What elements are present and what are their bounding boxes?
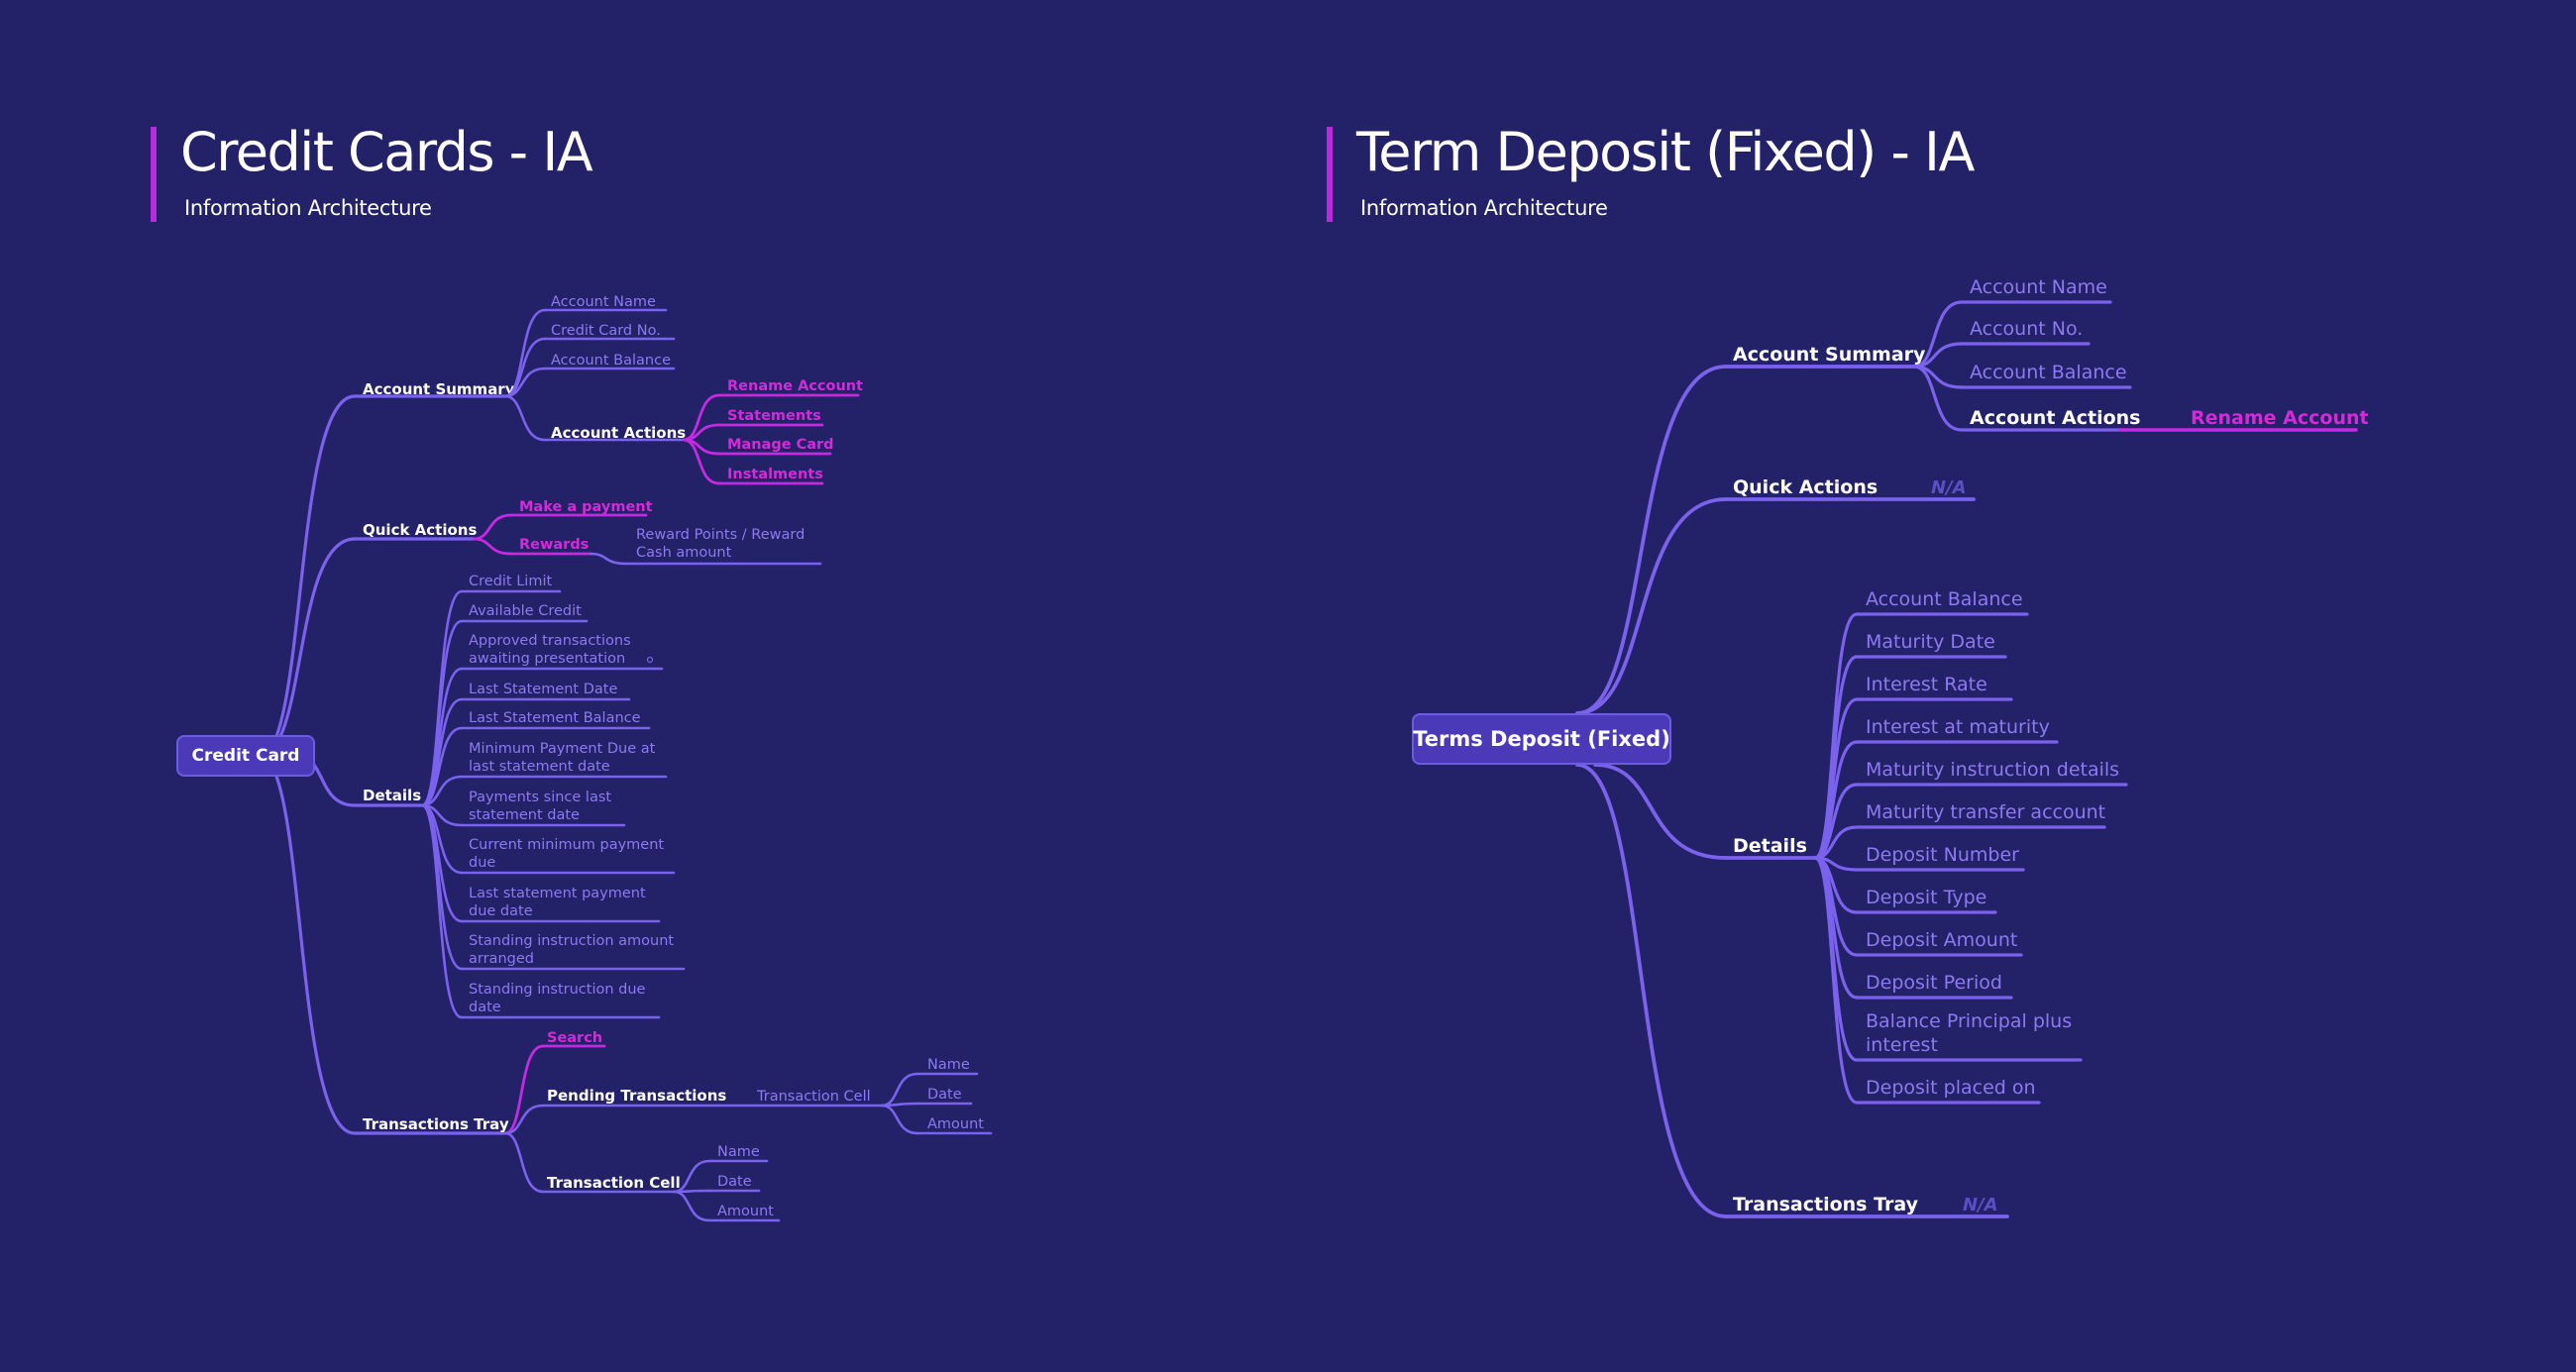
td-details-item: Account Balance	[1866, 588, 2023, 610]
cc-search: Search	[547, 1030, 602, 1046]
cc-transaction-field: Date	[717, 1174, 752, 1190]
cc-pending-transaction-cell: Transaction Cell	[756, 1089, 871, 1105]
td-quick-actions-na: N/A	[1931, 477, 1967, 498]
cc-pending-field-edge	[880, 1072, 919, 1108]
cc-account-actions-label: Account Actions	[551, 424, 686, 442]
td-transactions-tray-na: N/A	[1963, 1195, 1998, 1215]
cc-pending-field: Name	[927, 1057, 970, 1073]
cc-pending-field: Amount	[927, 1116, 984, 1132]
cc-make-payment-edge	[472, 513, 513, 541]
cc-details-item: Last Statement Date	[469, 682, 617, 697]
cc-pending-edge	[503, 1104, 545, 1135]
cc-details-item: Credit Limit	[469, 574, 552, 589]
cc-branch-transactions-tray	[258, 754, 357, 1135]
cc-root-node[interactable]: Credit Card	[176, 735, 315, 777]
td-details-item: Maturity Date	[1866, 631, 1995, 653]
td-details-item: Maturity transfer account	[1866, 801, 2105, 823]
td-subtitle: Information Architecture	[1360, 196, 1608, 220]
td-rename-account: Rename Account	[2191, 407, 2369, 429]
cc-account-action-item: Manage Card	[727, 437, 834, 453]
cc-transactions-tray-label: Transactions Tray	[363, 1115, 509, 1133]
cc-account-summary-item: Account Name	[551, 294, 656, 310]
td-details-item: Maturity instruction details	[1866, 759, 2119, 781]
cc-rewards-edge	[472, 537, 513, 556]
td-details-item: Deposit Amount	[1866, 929, 2017, 951]
cc-make-payment: Make a payment	[519, 499, 653, 515]
cc-account-actions-edge	[503, 394, 547, 442]
td-details-item: Interest Rate	[1866, 674, 1987, 695]
td-details-item: Deposit Period	[1866, 972, 2002, 994]
td-account-summary-item: Account Name	[1970, 276, 2107, 298]
td-details-item: Interest at maturity	[1866, 716, 2050, 738]
cc-account-action-edge	[682, 438, 721, 485]
cc-branch-account-summary	[258, 394, 357, 758]
cc-title: Credit Cards - IA	[180, 121, 593, 183]
cc-account-summary-edge	[503, 367, 547, 398]
cc-account-action-item: Statements	[727, 408, 821, 424]
td-quick-actions-label: Quick Actions	[1733, 476, 1878, 498]
cc-account-action-item: Rename Account	[727, 378, 863, 394]
cc-details-item: Available Credit	[469, 603, 582, 619]
td-branch-details	[1593, 763, 1728, 860]
td-root-node[interactable]: Terms Deposit (Fixed)	[1412, 713, 1671, 765]
td-account-actions-edge	[1912, 365, 1964, 432]
cc-transaction-cell-label: Transaction Cell	[547, 1174, 681, 1192]
cc-transaction-field-edge	[672, 1190, 711, 1222]
cc-transaction-field: Amount	[717, 1204, 774, 1219]
td-title: Term Deposit (Fixed) - IA	[1356, 121, 1975, 183]
cc-account-summary-label: Account Summary	[363, 380, 515, 398]
cc-accent-bar	[151, 127, 157, 222]
cc-account-action-item: Instalments	[727, 467, 823, 482]
cc-pending-field-edge	[880, 1104, 919, 1135]
cc-branch-quick-actions	[258, 537, 357, 758]
cc-account-summary-item: Credit Card No.	[551, 323, 661, 339]
td-details-edge	[1813, 856, 1859, 1105]
cc-account-summary-item: Account Balance	[551, 353, 671, 369]
cc-rewards: Rewards	[519, 537, 589, 553]
td-branch-transactions-tray	[1575, 763, 1728, 1218]
cc-details-label: Details	[363, 787, 421, 804]
td-transactions-tray-label: Transactions Tray	[1733, 1194, 1919, 1215]
td-details-item: Deposit placed on	[1866, 1077, 2036, 1099]
td-details-label: Details	[1733, 835, 1807, 857]
td-details-edge	[1813, 783, 1859, 860]
cc-search-edge	[503, 1044, 545, 1135]
cc-account-action-edge	[682, 393, 721, 442]
cc-transaction-field: Name	[717, 1144, 760, 1160]
cc-pending-field: Date	[927, 1087, 962, 1103]
td-account-actions-label: Account Actions	[1970, 407, 2140, 429]
td-branch-quick-actions	[1575, 497, 1728, 715]
td-account-summary-item: Account Balance	[1970, 362, 2127, 383]
td-details-item: Deposit Type	[1866, 887, 1986, 908]
td-account-summary-item: Account No.	[1970, 318, 2083, 340]
cc-rewards-child-edge	[589, 552, 628, 566]
td-accent-bar	[1327, 127, 1333, 222]
td-branch-account-summary	[1575, 365, 1728, 715]
td-details-item: Deposit Number	[1866, 844, 2019, 866]
cc-details-item: Last Statement Balance	[469, 710, 641, 726]
cc-details-edge	[420, 803, 464, 1019]
cc-pending-transactions-label: Pending Transactions	[547, 1087, 726, 1105]
cc-quick-actions-label: Quick Actions	[363, 521, 477, 539]
cc-subtitle: Information Architecture	[184, 196, 432, 220]
cc-approved-marker	[646, 656, 654, 664]
cc-transaction-cell-edge	[503, 1131, 545, 1194]
td-account-summary-label: Account Summary	[1733, 344, 1926, 366]
cc-details-edge	[420, 726, 464, 807]
